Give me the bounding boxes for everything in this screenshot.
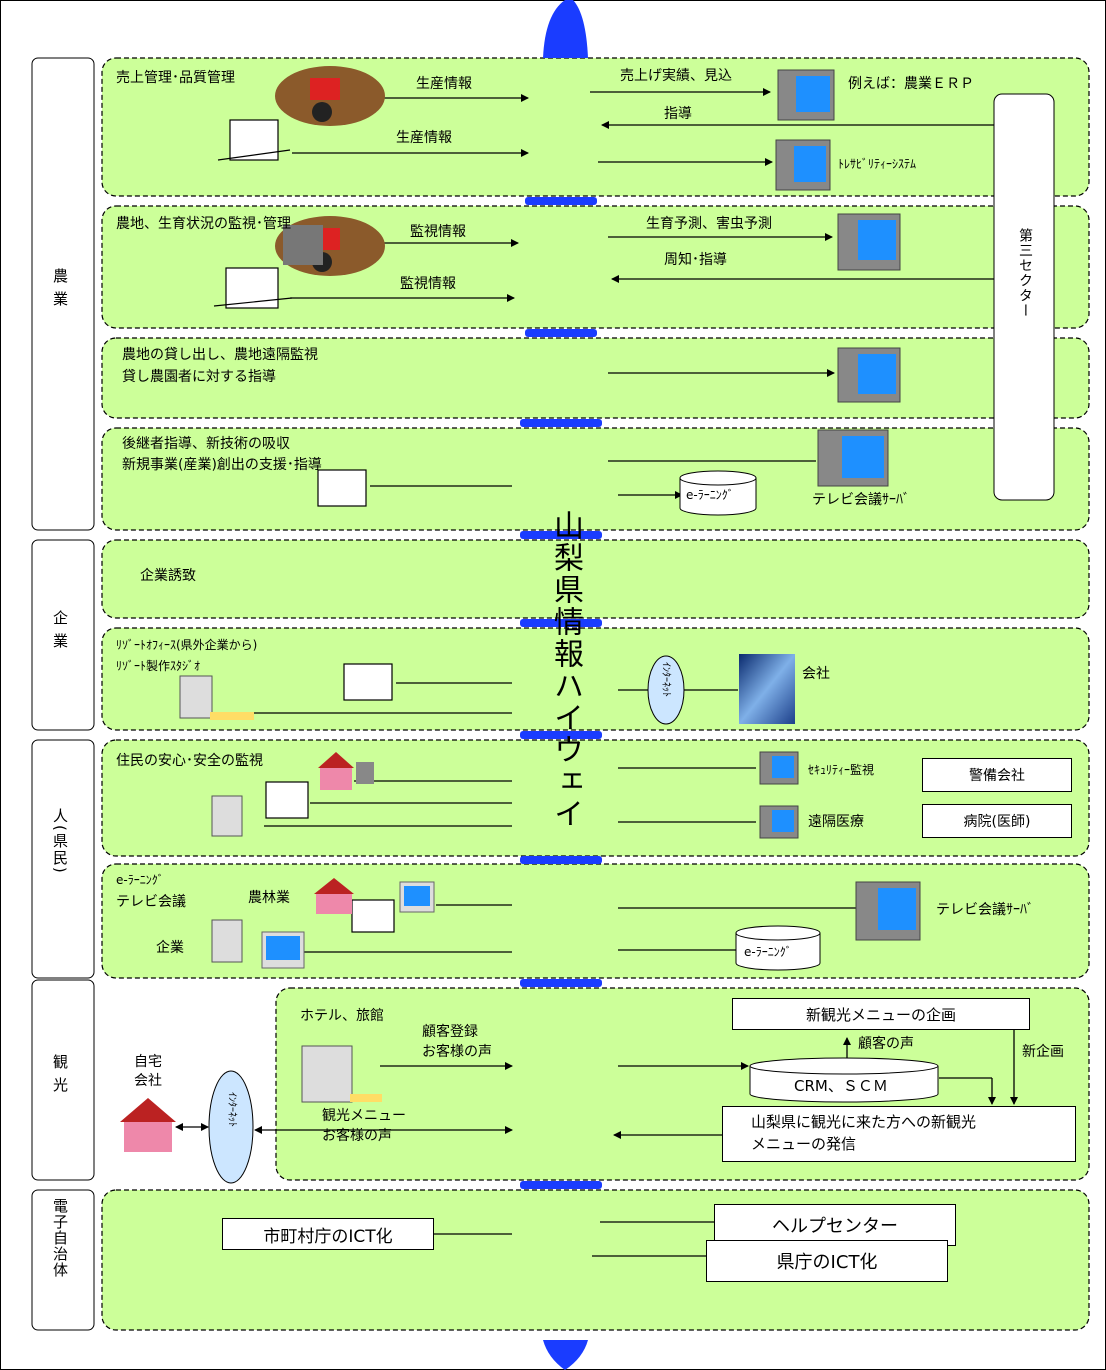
tourism-newplan-label: 新企画	[1022, 1044, 1064, 1061]
tractor-icon	[275, 66, 385, 126]
agri-row2-predict: 生育予測、害虫予測	[646, 216, 772, 233]
highway-label: 山梨県情報ハイウェイ	[545, 510, 585, 830]
agri-row2-title: 農地、生育状況の監視･管理	[116, 216, 291, 233]
tourism-menu1: 観光メニュー	[322, 1108, 406, 1125]
ent-internet-label: ｲﾝﾀｰﾈｯﾄ	[658, 662, 673, 697]
crm-label: CRM、ＳＣＭ	[794, 1078, 888, 1095]
farmer-icon	[344, 664, 392, 700]
people-row2-line1: e-ﾗｰﾆﾝｸﾞ	[116, 872, 164, 889]
ent-row1-title: 企業誘致	[140, 568, 196, 585]
agri-row1-sales: 売上げ実績、見込	[620, 68, 732, 85]
agri-row4-elearn: e-ﾗｰﾆﾝｸﾞ	[686, 487, 734, 504]
agri-row1-guide: 指導	[664, 106, 692, 123]
agri-row4-tvserver: テレビ会議ｻｰﾊﾞ	[812, 492, 910, 509]
agri-row1-title: 売上管理･品質管理	[116, 70, 235, 87]
server-icon	[838, 214, 900, 270]
agri-row1-erp: 例えば：農業ＥＲＰ	[848, 76, 974, 93]
agri-row3-line2: 貸し農園者に対する指導	[122, 369, 276, 386]
agri-row2-info2: 監視情報	[400, 276, 456, 293]
tourism-internet-label: ｲﾝﾀｰﾈｯﾄ	[224, 1092, 239, 1127]
people-row2-line2: テレビ会議	[116, 894, 186, 911]
tourism-reg1: 顧客登録	[422, 1024, 478, 1041]
category-label-enterprise: 企業	[50, 610, 71, 656]
pref-ict-box: 県庁のICT化	[706, 1240, 948, 1282]
third-sector-label: 第三セクター	[1015, 228, 1035, 318]
agri-row2-notice: 周知･指導	[664, 252, 727, 269]
tourism-home-label: 自宅	[134, 1054, 162, 1071]
camera-icon	[356, 762, 374, 784]
send-menu-line1: 山梨県に観光に来た方への新観光	[751, 1111, 1075, 1133]
ent-row2-line2: ﾘｿﾞｰﾄ製作ｽﾀｼﾞｵ	[116, 658, 200, 675]
people-remote-label: 遠隔医療	[808, 814, 864, 831]
agri-row4-line2: 新規事業(産業)創出の支援･指導	[122, 457, 322, 474]
laptop-icon	[262, 932, 304, 968]
category-label-tourism: 観光	[50, 1054, 71, 1100]
server-icon	[778, 70, 834, 120]
server-icon	[856, 882, 920, 940]
category-label-people: 人(県民)	[50, 808, 71, 875]
tourism-hotel-label: ホテル、旅館	[300, 1008, 384, 1025]
company-building	[739, 654, 795, 724]
people-tvserver-label: テレビ会議ｻｰﾊﾞ	[936, 902, 1034, 919]
people-agri-label: 農林業	[248, 890, 290, 907]
tourism-company-label: 会社	[134, 1073, 162, 1090]
panel-ent-1	[102, 540, 1089, 618]
people-elearn-label: e-ﾗｰﾆﾝｸﾞ	[744, 944, 792, 961]
tourism-voice-label: 顧客の声	[858, 1036, 914, 1053]
agri-row1-trace: ﾄﾚｻﾋﾞﾘﾃｨｰｼｽﾃﾑ	[838, 156, 916, 173]
pc-icon	[760, 806, 798, 838]
city-ict-box: 市町村庁のICT化	[222, 1218, 434, 1250]
building-icon	[212, 920, 242, 962]
send-menu-box: 山梨県に観光に来た方への新観光 メニューの発信	[722, 1106, 1076, 1162]
farmer-icon	[352, 900, 394, 932]
tourism-menu2: お客様の声	[322, 1128, 392, 1145]
server-icon	[838, 348, 900, 402]
server-icon	[776, 140, 830, 190]
people-row1-title: 住民の安心･安全の監視	[116, 753, 263, 770]
internet-node-2	[209, 1071, 253, 1183]
pc-icon	[760, 752, 798, 784]
tourism-reg2: お客様の声	[422, 1044, 492, 1061]
agri-row3-line1: 農地の貸し出し、農地遠隔監視	[122, 347, 318, 364]
agri-row1-info2: 生産情報	[396, 130, 452, 147]
ent-row2-line1: ﾘｿﾞｰﾄｵﾌｨｰｽ(県外企業から)	[116, 637, 257, 654]
guard-company-box: 警備会社	[922, 758, 1072, 792]
category-label-agri: 農業	[50, 268, 71, 314]
farmer-icon	[266, 782, 308, 818]
agri-row4-line1: 後継者指導、新技術の吸収	[122, 436, 290, 453]
agri-row1-info1: 生産情報	[416, 76, 472, 93]
new-menu-plan-box: 新観光メニューの企画	[732, 998, 1030, 1030]
people-corp-label: 企業	[156, 940, 184, 957]
server-icon	[818, 430, 888, 486]
laptop-icon	[400, 882, 434, 912]
building-icon	[212, 796, 242, 836]
category-label-gov: 電子自治体	[50, 1198, 71, 1278]
ent-company-label: 会社	[802, 666, 830, 683]
send-menu-line2: メニューの発信	[751, 1133, 1075, 1155]
panel-people-2	[102, 864, 1089, 978]
people-security-label: ｾｷｭﾘﾃｨｰ監視	[808, 762, 874, 779]
agri-row2-info1: 監視情報	[410, 224, 466, 241]
farmer-icon	[318, 470, 366, 506]
hospital-box: 病院(医師)	[922, 804, 1072, 838]
